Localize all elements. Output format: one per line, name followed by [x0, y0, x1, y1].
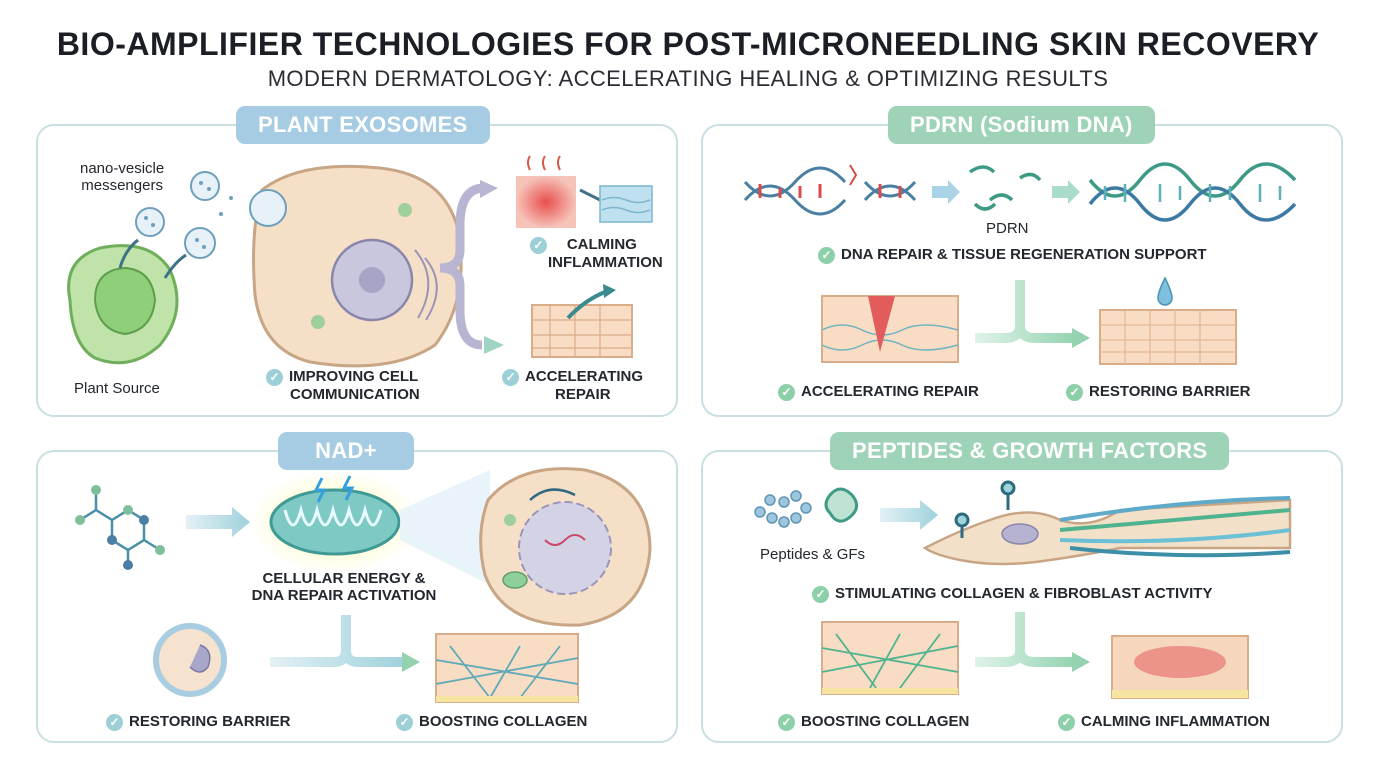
- energy-bolt-icon: [313, 477, 327, 503]
- growth-factor-icon: [824, 487, 858, 523]
- benefit-restoring-barrier-pdrn: ✓RESTORING BARRIER: [1066, 383, 1250, 401]
- arrow-icon: [118, 238, 139, 269]
- page-title: BIO-AMPLIFIER TECHNOLOGIES FOR POST-MICR…: [56, 26, 1320, 62]
- benefit-restoring-barrier-nad: ✓RESTORING BARRIER: [106, 713, 290, 731]
- page-subtitle: MODERN DERMATOLOGY: ACCELERATING HEALING…: [267, 66, 1109, 91]
- plant-source-label: Plant Source: [74, 380, 160, 397]
- check-circle-icon: ✓: [529, 236, 547, 254]
- check-circle-icon: ✓: [778, 713, 795, 731]
- benefit-dna-repair: ✓DNA REPAIR & TISSUE REGENERATION SUPPOR…: [818, 246, 1207, 264]
- collagen-skin-icon: [435, 633, 579, 703]
- check-circle-icon: ✓: [812, 585, 829, 603]
- check-circle-icon: ✓: [1066, 383, 1083, 401]
- benefit-boosting-collagen-nad: ✓BOOSTING COLLAGEN: [396, 713, 587, 731]
- nad-molecule-icon: [79, 490, 161, 565]
- benefit-calming-inflammation-pep: ✓CALMING INFLAMMATION: [1058, 713, 1270, 731]
- check-circle-icon: ✓: [396, 713, 413, 731]
- collagen-skin-icon-2: [821, 621, 959, 695]
- target-cell-icon: [252, 164, 463, 368]
- pdrn-fragment-label: PDRN: [986, 220, 1029, 237]
- collagen-fibers-icon: [1059, 496, 1291, 558]
- check-circle-icon: ✓: [106, 713, 123, 731]
- calm-skin-icon: [599, 185, 653, 223]
- check-circle-icon: ✓: [502, 368, 519, 386]
- tag-pdrn: PDRN (Sodium DNA): [888, 106, 1155, 144]
- wounded-skin-icon: [821, 295, 959, 363]
- inflamed-skin-icon: [516, 155, 576, 228]
- branch-arrow: [439, 183, 483, 350]
- skin-layer-repair-icon: [531, 304, 633, 358]
- tag-nad: NAD+: [278, 432, 414, 470]
- barrier-cell-icon: [153, 623, 227, 697]
- check-circle-icon: ✓: [266, 368, 283, 386]
- check-circle-icon: ✓: [1058, 713, 1075, 731]
- nucleus-cell-icon: [479, 467, 652, 627]
- benefit-accelerating-repair: ✓ACCELERATING REPAIR: [502, 368, 643, 403]
- dna-repaired-icon: [1088, 162, 1297, 222]
- restored-skin-icon: [1099, 309, 1237, 365]
- tag-plant-exosomes: PLANT EXOSOMES: [236, 106, 490, 144]
- benefit-stimulating-collagen: ✓STIMULATING COLLAGEN & FIBROBLAST ACTIV…: [812, 585, 1212, 603]
- plant-source-cell-icon: [67, 244, 179, 365]
- check-circle-icon: ✓: [778, 383, 795, 401]
- check-circle-icon: ✓: [818, 246, 835, 264]
- receptor-icon: [954, 480, 1016, 538]
- water-drop-icon: [1157, 276, 1173, 306]
- benefit-calming-inflammation: ✓CALMING INFLAMMATION: [504, 236, 663, 271]
- tag-peptides: PEPTIDES & GROWTH FACTORS: [830, 432, 1230, 470]
- benefit-cellular-energy: CELLULAR ENERGY &DNA REPAIR ACTIVATION: [251, 570, 437, 604]
- mitochondria-icon: [269, 488, 401, 556]
- peptide-chain-icon: [754, 490, 812, 528]
- peptides-source-label: Peptides & GFs: [760, 546, 866, 563]
- benefit-boosting-collagen-pep: ✓BOOSTING COLLAGEN: [778, 713, 969, 731]
- benefit-accelerating-repair-pdrn: ✓ACCELERATING REPAIR: [778, 383, 979, 401]
- dna-damaged-icon: [743, 164, 917, 216]
- pdrn-fragment-icon: [968, 165, 1042, 211]
- calming-skin-icon: [1111, 635, 1249, 699]
- benefit-cell-communication: ✓IMPROVING CELL COMMUNICATION: [266, 368, 420, 403]
